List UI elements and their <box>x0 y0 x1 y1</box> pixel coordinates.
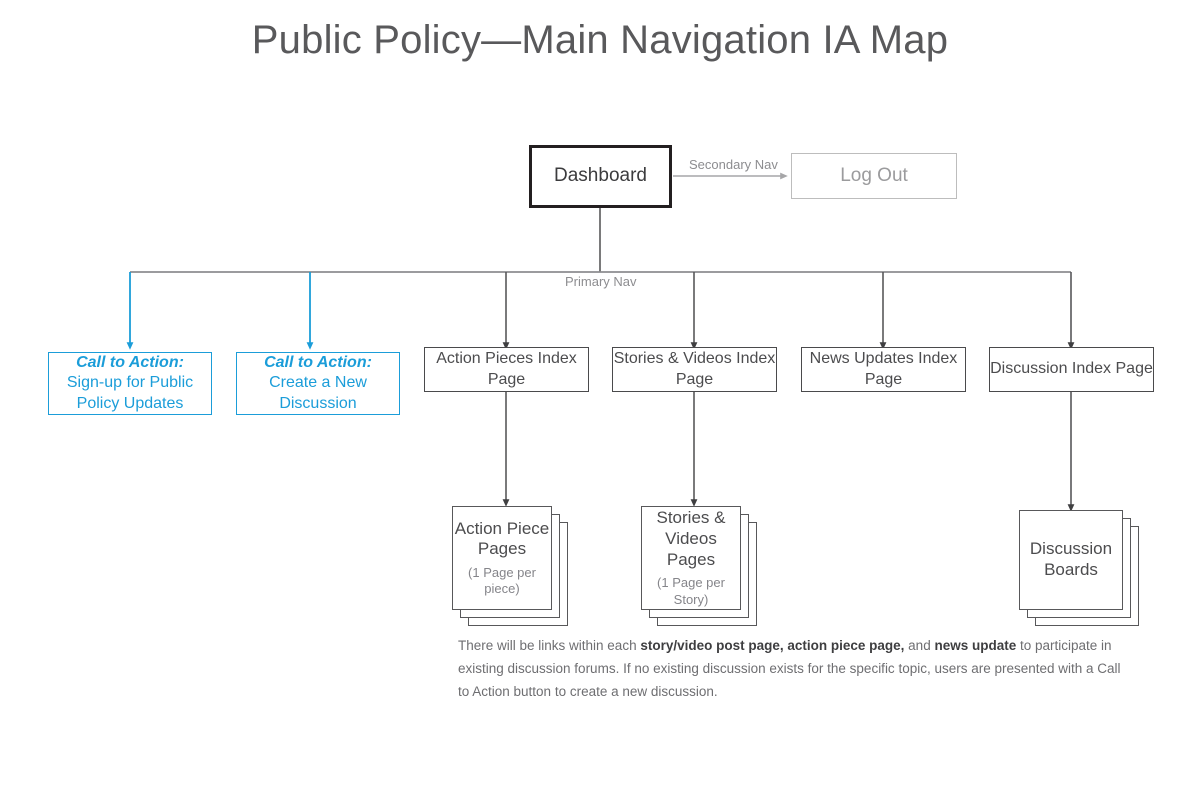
stack-sheet-front: Action Piece Pages (1 Page per piece) <box>452 506 552 610</box>
node-index-news-updates[interactable]: News Updates Index Page <box>801 347 966 392</box>
node-cta-signup[interactable]: Call to Action: Sign-up for Public Polic… <box>48 352 212 415</box>
stack-sheet-front: Discussion Boards <box>1019 510 1123 610</box>
node-cta-create-discussion[interactable]: Call to Action: Create a New Discussion <box>236 352 400 415</box>
cta-discussion-heading: Call to Action: <box>264 353 372 371</box>
stack-subtitle: (1 Page per Story) <box>657 575 725 607</box>
cta-signup-body: Sign-up for Public Policy Updates <box>66 374 194 412</box>
node-dashboard[interactable]: Dashboard <box>529 145 672 208</box>
cta-discussion-body: Create a New Discussion <box>269 374 367 412</box>
stack-action-piece-pages[interactable]: Action Piece Pages (1 Page per piece) <box>452 506 568 626</box>
cta-signup-heading: Call to Action: <box>76 353 184 371</box>
footnote-part-2: and <box>904 638 935 653</box>
node-log-out[interactable]: Log Out <box>791 153 957 199</box>
stack-sheet-front: Stories & Videos Pages (1 Page per Story… <box>641 506 741 610</box>
stack-discussion-boards[interactable]: Discussion Boards <box>1019 510 1139 626</box>
stack-title: Action Piece Pages <box>454 518 550 559</box>
stack-title: Discussion Boards <box>1029 539 1113 579</box>
edge-label-secondary-nav: Secondary Nav <box>684 157 783 172</box>
footnote: There will be links within each story/vi… <box>458 634 1130 704</box>
footnote-bold-1: story/video post page, action piece page… <box>640 638 905 653</box>
footnote-part-3: to participate in existing discussion fo… <box>458 638 1121 700</box>
node-index-discussion[interactable]: Discussion Index Page <box>989 347 1154 392</box>
footnote-bold-2: news update <box>934 638 1017 653</box>
footnote-part-1: There will be links within each <box>458 638 641 653</box>
stack-title: Stories & Videos Pages <box>656 508 726 569</box>
stack-subtitle: (1 Page per piece) <box>468 564 536 597</box>
node-index-stories-videos[interactable]: Stories & Videos Index Page <box>612 347 777 392</box>
node-index-action-pieces[interactable]: Action Pieces Index Page <box>424 347 589 392</box>
page-title: Public Policy—Main Navigation IA Map <box>251 18 949 62</box>
stack-stories-videos-pages[interactable]: Stories & Videos Pages (1 Page per Story… <box>641 506 757 626</box>
edge-label-primary-nav: Primary Nav <box>560 274 642 289</box>
